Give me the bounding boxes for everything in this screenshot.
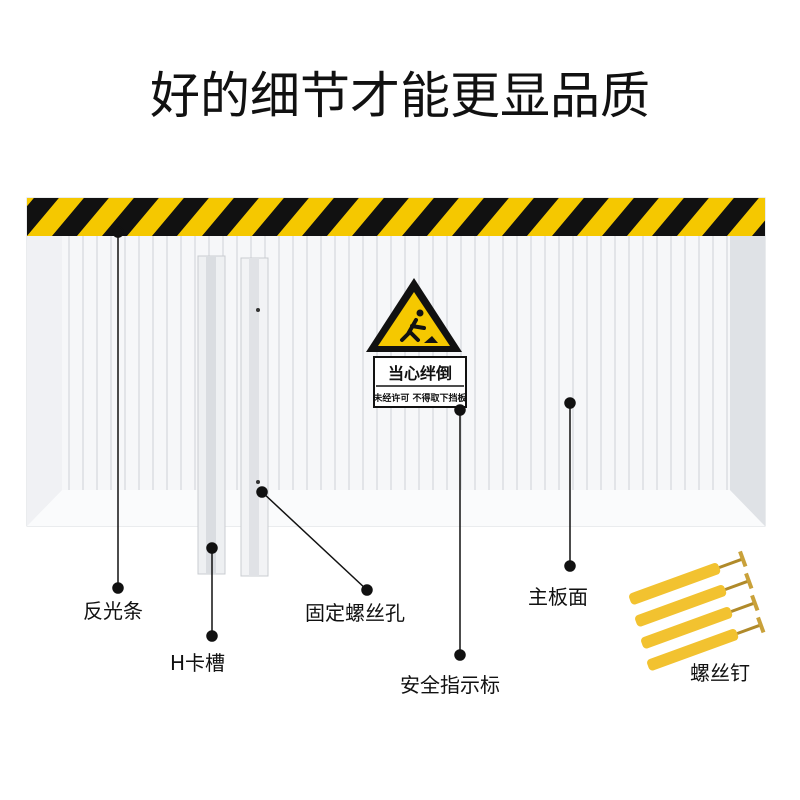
screw-hole — [256, 308, 260, 312]
label-screw-hole: 固定螺丝孔 — [305, 601, 405, 625]
sign-heading: 当心绊倒 — [388, 364, 452, 383]
label-h-slot: H卡槽 — [170, 651, 225, 675]
page-title: 好的细节才能更显品质 — [150, 67, 650, 125]
sign-subtext: 未经许可 不得取下挡板 — [372, 392, 467, 404]
tripping-hazard-icon — [400, 309, 438, 343]
callout-lines — [112, 226, 576, 661]
safety-sign: 当心绊倒 未经许可 不得取下挡板 — [366, 278, 468, 408]
screws-image — [629, 550, 766, 671]
reflective-strip — [27, 198, 765, 236]
label-reflective-strip: 反光条 — [83, 599, 143, 623]
label-main-panel: 主板面 — [528, 585, 588, 609]
label-screws: 螺丝钉 — [690, 661, 750, 685]
screw-hole — [256, 480, 260, 484]
label-safety-sign: 安全指示标 — [400, 673, 500, 697]
h-channel-right — [240, 257, 269, 577]
h-channel-left — [197, 255, 226, 575]
